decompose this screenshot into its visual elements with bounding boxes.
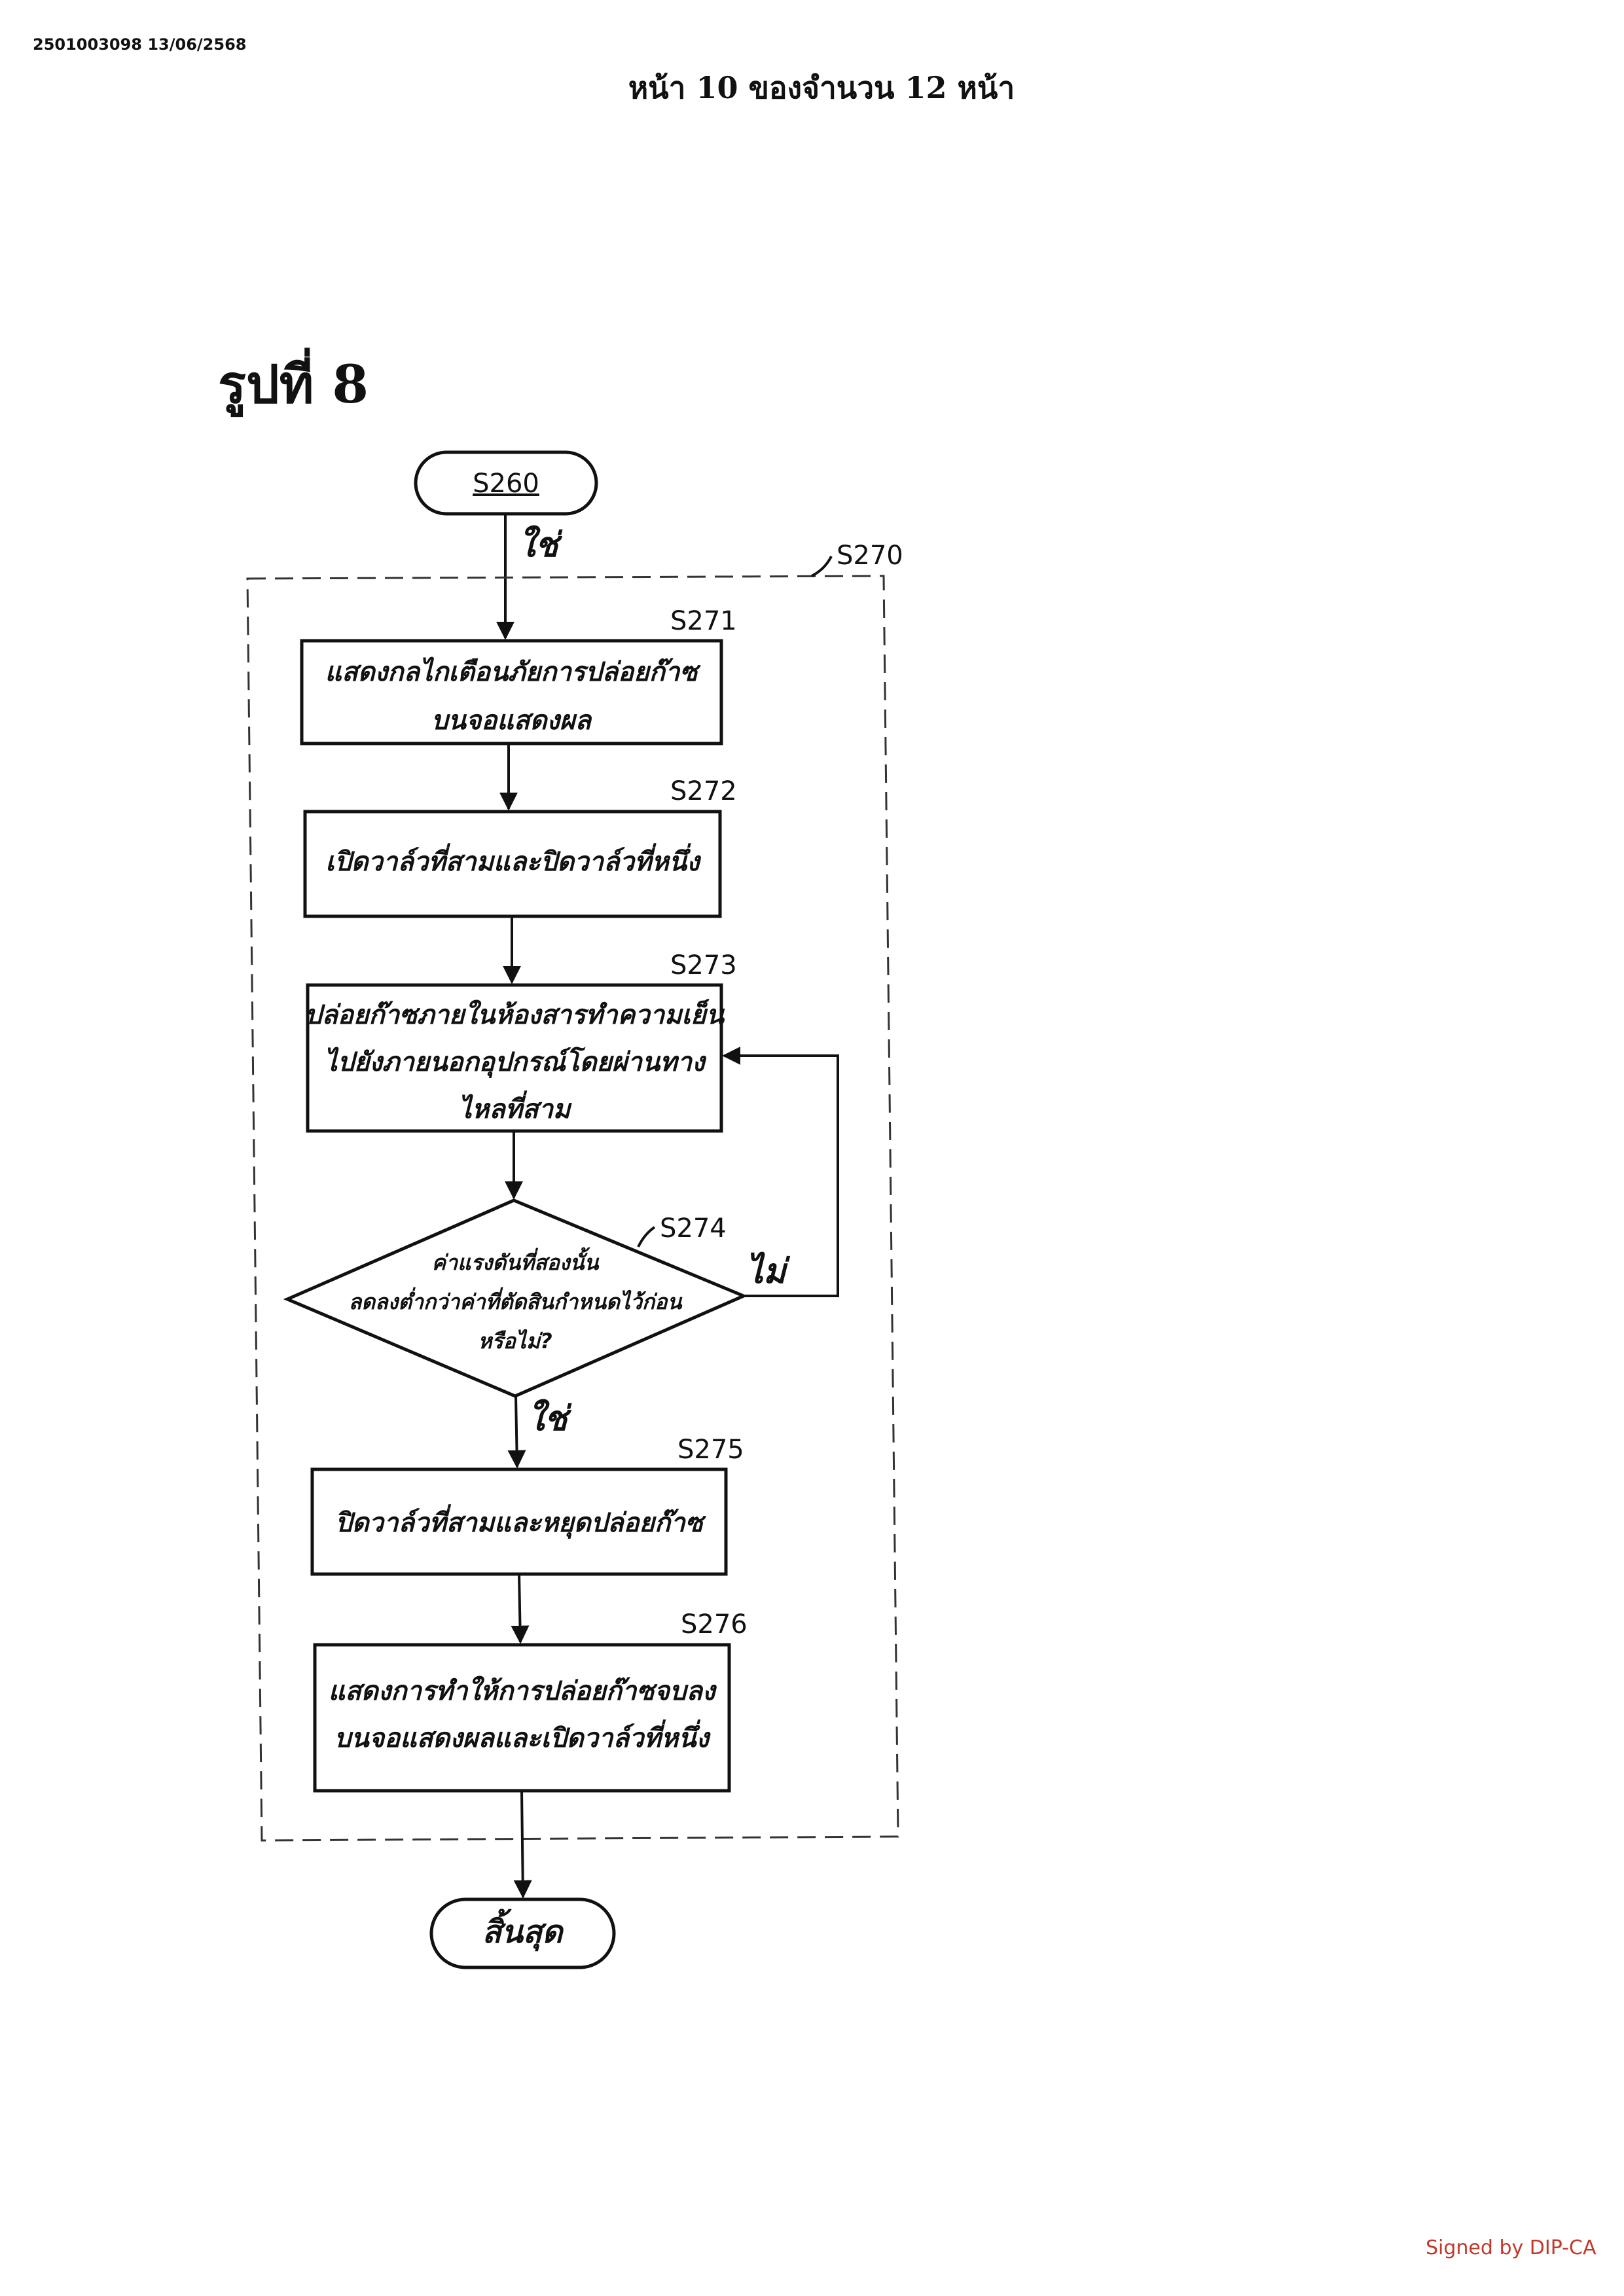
step-text: เปิดวาล์วที่สามและปิดวาล์วที่หนึ่ง [325, 843, 702, 877]
no-loop-arrow [722, 1047, 839, 1297]
step-s272: S272 เปิดวาล์วที่สามและปิดวาล์วที่หนึ่ง [303, 776, 737, 918]
step-s271: S271 แสดงกลไกเตือนภัยการปล่อยก๊าซ บนจอแส… [300, 606, 737, 745]
yes-label: ใช่ [528, 1399, 572, 1439]
decision-text: ค่าแรงดันที่สองนั้น [432, 1247, 600, 1275]
step-id: S274 [660, 1213, 727, 1244]
start-label: S260 [473, 469, 539, 499]
step-text: ไปยังภายนอกอุปกรณ์โดยผ่านทาง [324, 1046, 707, 1079]
yes-label: ใช่ [518, 525, 563, 565]
decision-text: หรือไม่? [478, 1329, 552, 1354]
decision-s274: S274 ค่าแรงดันที่สองนั้น ลดลงต่ำกว่าค่าท… [283, 1198, 748, 1398]
step-text: แสดงการทำให้การปล่อยก๊าซจบลง [329, 1676, 717, 1706]
step-id: S271 [670, 606, 737, 636]
figure-title: รูปที่ 8 [218, 348, 369, 418]
document-id-stamp: 2501003098 13/06/2568 [33, 35, 246, 54]
start-terminal-s260: S260 [414, 450, 598, 516]
step-text: บนจอแสดงผลและเปิดวาล์วที่หนึ่ง [334, 1719, 712, 1753]
step-id: S276 [681, 1609, 748, 1640]
end-terminal: สิ้นสุด [429, 1897, 616, 1969]
step-text: ปล่อยก๊าซภายในห้องสารทำความเย็น [305, 999, 725, 1030]
step-text: บนจอแสดงผล [431, 706, 592, 736]
group-label-s270: S270 [837, 541, 903, 571]
step-text: ปิดวาล์วที่สามและหยุดปล่อยก๊าซ [335, 1504, 706, 1539]
step-s276: S276 แสดงการทำให้การปล่อยก๊าซจบลง บนจอแส… [313, 1609, 748, 1793]
decision-text: ลดลงต่ำกว่าค่าที่ตัดสินกำหนดไว้ก่อน [349, 1287, 683, 1314]
step-id: S272 [670, 776, 737, 806]
arrow [511, 1573, 530, 1644]
step-id: S275 [677, 1435, 744, 1465]
step-text: แสดงกลไกเตือนภัยการปล่อยก๊าซ [325, 656, 702, 687]
step-s275: S275 ปิดวาล์วที่สามและหยุดปล่อยก๊าซ [310, 1435, 744, 1576]
no-label: ไม่ [746, 1251, 790, 1291]
arrow [513, 1790, 532, 1899]
step-text: ไหลที่สาม [459, 1090, 572, 1124]
step-s273: S273 ปล่อยก๊าซภายในห้องสารทำความเย็น ไปย… [305, 950, 737, 1133]
arrow [507, 1395, 526, 1469]
step-id: S273 [670, 950, 737, 980]
end-label: สิ้นสุด [482, 1909, 564, 1952]
page-number-title: หน้า 10 ของจำนวน 12 หน้า [628, 70, 1015, 105]
digital-signature: Signed by DIP-CA [1426, 2236, 1597, 2259]
leader-line [637, 1226, 656, 1247]
leader-line [811, 556, 833, 577]
group-boundary-s270 [246, 575, 899, 1842]
